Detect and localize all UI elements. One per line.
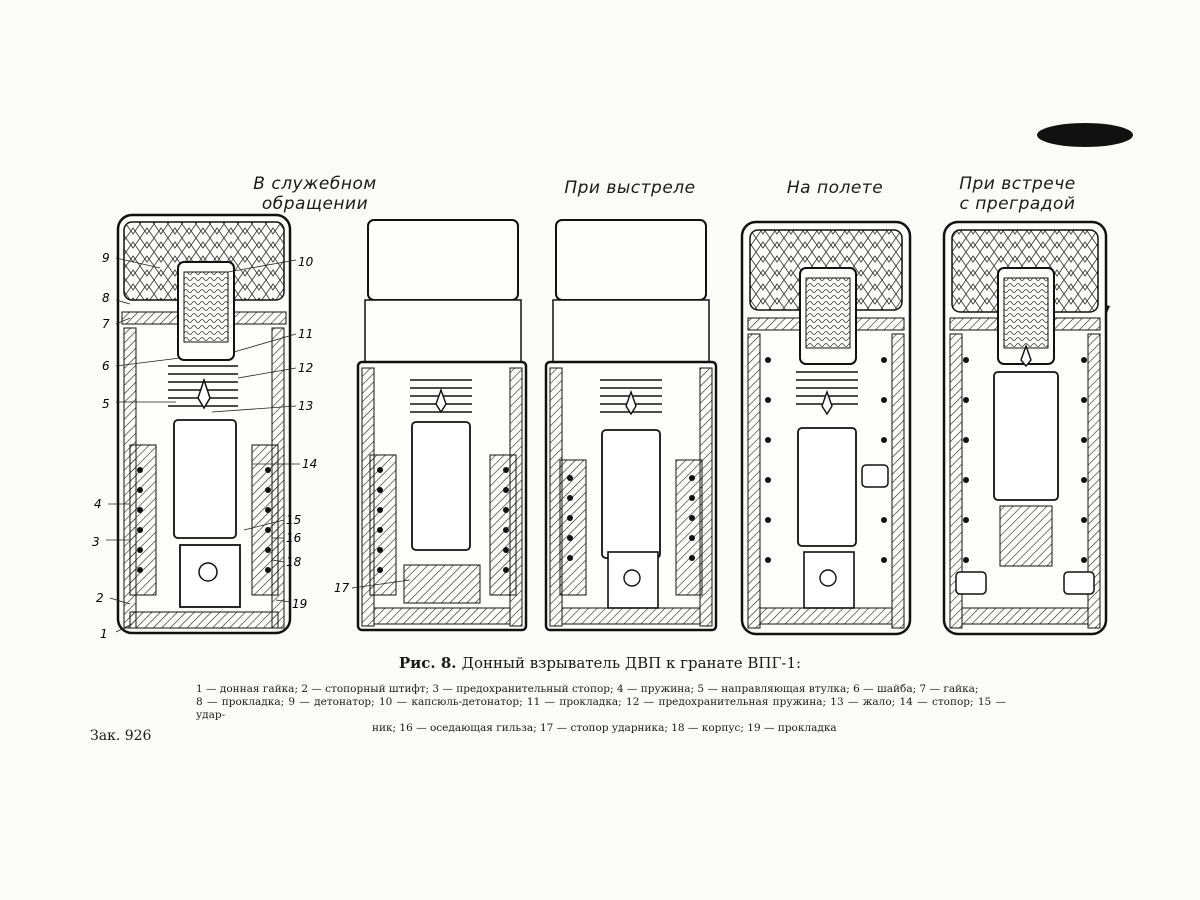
callout-15: 15 [286,513,301,527]
callout-5: 5 [102,397,110,411]
callout-14: 14 [302,457,317,471]
figure-caption-label: Рис. 8. [398,654,457,672]
callout-2: 2 [96,591,104,605]
callout-numbers: 1 2 3 4 5 6 7 8 9 10 11 12 13 14 15 16 1… [92,251,350,641]
callout-16: 16 [286,531,302,545]
callout-leaders [106,257,411,633]
fuse-drawing-service [116,213,292,635]
callout-13: 13 [298,399,313,413]
stage-title-shot: При выстреле [564,178,696,198]
callout-4: 4 [94,497,102,511]
callout-1: 1 [100,627,108,641]
order-number: Зак. 926 [90,728,152,744]
callout-11: 11 [298,327,313,341]
figure-legend: 1 — донная гайка; 2 — стопорный штифт; 3… [196,683,1006,735]
fuse-drawing-impact [942,220,1108,636]
fuse-drawing-shot-b [544,219,718,632]
legend-line-3: ник; 16 — оседающая гильза; 17 — стопор … [372,722,837,734]
legend-line-1: 1 — донная гайка; 2 — стопорный штифт; 3… [196,683,979,695]
stage-title-impact-line1: При встрече [959,174,1076,194]
stage-title-flight: На полете [786,178,884,198]
stage-title-impact: При встрече с преградой [955,174,1080,214]
figure-caption: Рис. 8. Донный взрыватель ДВП к гранате … [0,654,1200,672]
fuse-drawing-shot-a [356,219,528,632]
figure-caption-text: Донный взрыватель ДВП к гранате ВПГ-1: [461,654,802,672]
callout-7: 7 [102,317,110,331]
stage-title-service: В служебном обращении [253,174,377,214]
callout-10: 10 [298,255,314,269]
callout-18: 18 [286,555,302,569]
callout-17: 17 [334,581,350,595]
callout-6: 6 [102,359,110,373]
callout-9: 9 [102,251,110,265]
redaction-mark [1037,123,1133,147]
legend-line-2: 8 — прокладка; 9 — детонатор; 10 — капсю… [196,696,1006,721]
callout-12: 12 [298,361,313,375]
callout-19: 19 [292,597,307,611]
stage-title-impact-line2: с преградой [959,194,1076,214]
fuse-drawing-flight [740,220,912,636]
callout-8: 8 [102,291,110,305]
callout-3: 3 [92,535,100,549]
